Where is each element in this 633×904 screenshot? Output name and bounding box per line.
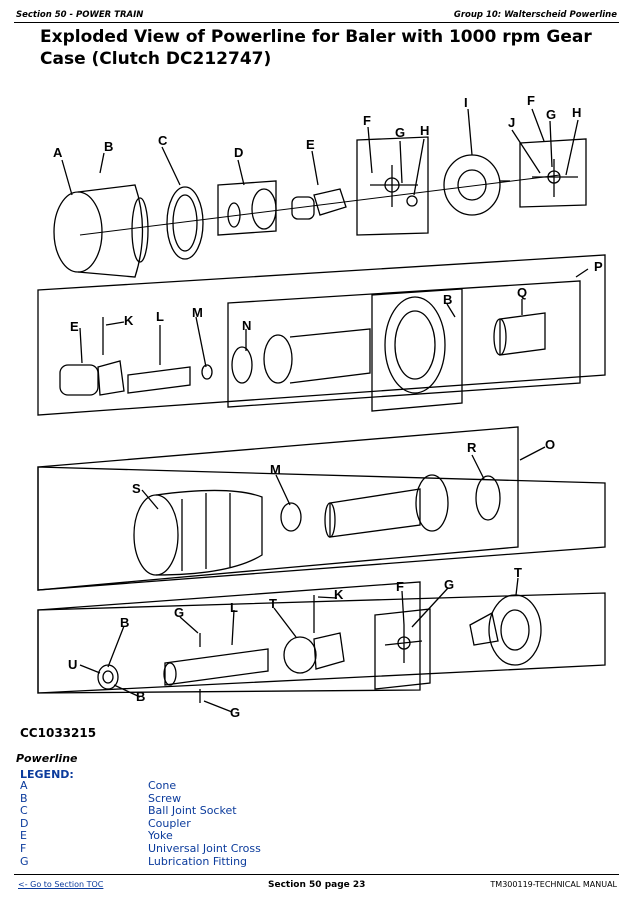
legend-key: C: [20, 804, 28, 818]
callout-g: G: [395, 125, 405, 140]
yoke-part-2: [59, 317, 125, 396]
callout-b-3: B: [120, 615, 129, 630]
legend-label: Universal Joint Cross: [148, 841, 261, 855]
panel-row-2: [37, 254, 606, 416]
callout-g-4: G: [174, 605, 184, 620]
legend-key: A: [20, 779, 28, 792]
shaft-part-4: [163, 633, 269, 703]
cross-frame-1: [356, 136, 429, 236]
callout-h-2: H: [572, 105, 581, 120]
callout-f-3: F: [396, 579, 404, 594]
legend-label: Cone: [148, 779, 177, 792]
legend-label: Lubrication Fitting: [148, 854, 248, 868]
callout-b-4: B: [136, 689, 145, 704]
ujoint-cross-3: [384, 625, 423, 663]
callout-g-3: G: [444, 577, 454, 592]
callout-h: H: [420, 123, 429, 138]
legend-label: Yoke: [148, 829, 173, 843]
callout-l-2: L: [230, 600, 238, 615]
ring-part-m: [280, 502, 302, 532]
panel-row-4: [37, 592, 606, 694]
clutch-part: [231, 296, 446, 394]
callout-o: O: [545, 437, 555, 452]
figure-caption: Powerline: [16, 752, 78, 765]
callout-t-2: T: [269, 596, 277, 611]
callout-f: F: [363, 113, 371, 128]
end-cap-part: [97, 664, 119, 690]
callout-a: A: [53, 145, 63, 160]
panel-row-3: [37, 466, 606, 591]
page-title: Exploded View of Powerline for Baler wit…: [40, 27, 592, 69]
coupler-part: [227, 188, 277, 230]
legend-item: F Universal Joint Cross: [20, 841, 320, 856]
legend-item: E Yoke: [20, 830, 320, 843]
header-divider: [14, 22, 619, 23]
bellows-part: [133, 489, 263, 576]
callout-g-2: G: [546, 107, 556, 122]
legend-item: D Coupler: [20, 816, 320, 831]
callout-k-2: K: [334, 587, 344, 602]
footer-divider: [14, 874, 619, 875]
callout-e: E: [306, 137, 315, 152]
callout-j: J: [508, 115, 515, 130]
yoke-part-top: [291, 188, 347, 220]
legend-key: E: [20, 829, 27, 843]
callout-s: S: [132, 481, 141, 496]
yoke-part-4: [283, 595, 345, 674]
cross-frame-3: [374, 608, 431, 690]
go-to-section-toc-link[interactable]: <- Go to Section TOC: [18, 880, 104, 889]
callout-f-2: F: [527, 93, 535, 108]
legend-item: B Screw: [20, 791, 320, 806]
callout-n: N: [242, 318, 251, 333]
section-header: Section 50 - POWER TRAIN: [16, 10, 144, 20]
cross-frame-2: [519, 138, 587, 208]
page-number: Section 50 page 23: [268, 880, 366, 890]
callout-b: B: [104, 139, 113, 154]
retaining-ring-part: [475, 475, 501, 521]
legend-key: F: [20, 841, 27, 855]
callout-k: K: [124, 313, 134, 328]
legend-item: G Lubrication Fitting: [20, 854, 320, 869]
callout-l: L: [156, 309, 164, 324]
exploded-view-diagram: A B C D E F G H I J F G H P E K L M N B …: [37, 93, 606, 720]
callout-r: R: [467, 440, 477, 455]
ujoint-cross-1: [370, 165, 418, 207]
callout-p: P: [594, 259, 603, 274]
manual-id: TM300119-TECHNICAL MANUAL: [490, 880, 617, 889]
callout-q: Q: [517, 285, 527, 300]
callout-m-2: M: [270, 462, 281, 477]
cone-part: [53, 184, 149, 278]
callout-c: C: [158, 133, 168, 148]
panel-row-3-back: [37, 426, 519, 591]
figure-id: CC1033215: [20, 726, 97, 740]
legend-title: LEGEND:: [20, 768, 74, 781]
callout-d: D: [234, 145, 243, 160]
ujoint-cross-2: [532, 159, 578, 197]
group-header: Group 10: Walterscheid Powerline: [453, 10, 617, 20]
shaft-part-2: [127, 364, 213, 394]
legend-key: D: [20, 816, 29, 830]
legend-label: Ball Joint Socket: [148, 804, 237, 818]
legend-label: Coupler: [148, 816, 191, 830]
callout-u: U: [68, 657, 77, 672]
legend-label: Screw: [148, 791, 182, 805]
legend-list: A Cone B Screw C Ball Joint Socket D Coupler…: [20, 779, 320, 869]
legend-key: G: [20, 854, 29, 868]
legend-key: B: [20, 791, 28, 805]
callout-e-2: E: [70, 319, 79, 334]
legend-item: A Cone: [20, 779, 320, 793]
sleeve-part: [493, 312, 546, 356]
inner-frame-row-2: [227, 280, 581, 408]
callout-b-2: B: [443, 292, 452, 307]
clutch-frame: [371, 288, 463, 412]
callout-m: M: [192, 305, 203, 320]
axis-line-1: [79, 174, 561, 236]
tube-part-3: [324, 474, 449, 538]
callout-g-5: G: [230, 705, 240, 720]
legend-item: C Ball Joint Socket: [20, 805, 320, 818]
tapered-yoke-part: [469, 594, 542, 666]
coupler-frame: [217, 180, 277, 236]
callout-i: I: [464, 95, 468, 110]
callout-t: T: [514, 565, 522, 580]
